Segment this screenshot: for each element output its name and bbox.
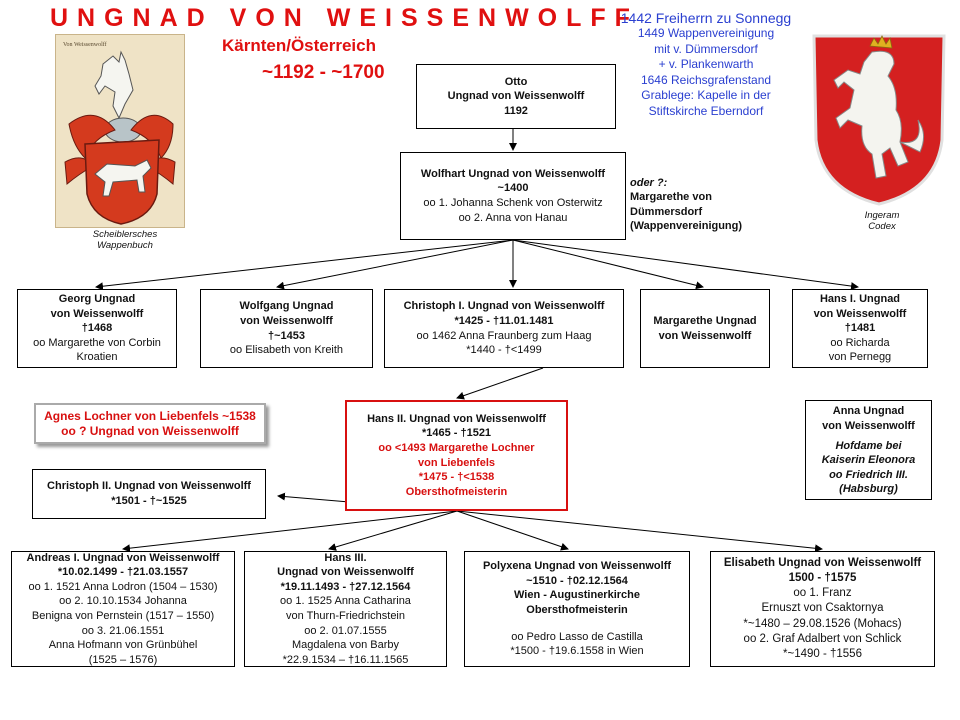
node-margarethe[interactable]: Margarethe Ungnad von Weissenwolff [640,289,770,368]
history-notes: 1442 Freiherrn zu Sonnegg 1449 Wappenver… [606,10,806,120]
wolf-shield-icon: Von Weissenwolff [54,33,186,229]
period-label: ~1192 - ~1700 [262,62,385,83]
wappenbuch-label: Von Weissenwolff [63,41,107,48]
history-line: Stiftskirche Eberndorf [648,104,764,119]
node-agnes[interactable]: Agnes Lochner von Liebenfels ~1538 oo ? … [34,403,266,444]
node-hans-i[interactable]: Hans I. Ungnad von Weissenwolff †1481 oo… [792,289,928,368]
node-christoph-i[interactable]: Christoph I. Ungnad von Weissenwolff *14… [384,289,624,368]
coat-of-arms-ingeram [808,30,950,208]
line-hans2-elisabeth [456,510,823,553]
node-wolfgang[interactable]: Wolfgang Ungnad von Weissenwolff †~1453 … [200,289,373,368]
node-anna[interactable]: Anna Ungnad von Weissenwolff Hofdame bei… [805,400,932,500]
line-christoph-hans2 [456,367,544,400]
page-title: UNGNAD VON WEISSENWOLFF [50,4,639,32]
line-hans2-polyxena [456,510,569,551]
node-hans-iii[interactable]: Hans III. Ungnad von Weissenwolff *19.11… [244,551,447,667]
line-wolfhart-wolfgang [276,239,514,290]
line-wolfhart-hans1 [512,239,859,291]
history-line: 1449 Wappenvereinigung [637,26,775,41]
line-hans2-andreas [122,510,458,553]
node-otto[interactable]: Otto Ungnad von Weissenwolff 1192 [416,64,616,129]
caption-wappenbuch: Scheiblersches Wappenbuch [92,229,158,252]
line-hans2-hans3 [328,510,458,551]
history-line: mit v. Dümmersdorf [654,41,758,56]
note-oder: oder ?: Margarethe von Dümmersdorf (Wapp… [630,177,743,232]
node-polyxena[interactable]: Polyxena Ungnad von Weissenwolff ~1510 -… [464,551,690,667]
lion-shield-icon [812,34,946,206]
history-line: Grablege: Kapelle in der [641,88,771,103]
coat-of-arms-wappenbuch: Von Weissenwolff [54,33,186,229]
history-line: 1646 Reichsgrafenstand [640,72,772,87]
node-wolfhart[interactable]: Wolfhart Ungnad von Weissenwolff ~1400 o… [400,152,626,240]
node-elisabeth[interactable]: Elisabeth Ungnad von Weissenwolff 1500 -… [710,551,935,667]
history-line: + v. Plankenwarth [658,57,754,72]
node-hans-ii[interactable]: Hans II. Ungnad von Weissenwolff *1465 -… [345,400,568,511]
region-label: Kärnten/Österreich [222,36,376,55]
node-georg[interactable]: Georg Ungnad von Weissenwolff †1468 oo M… [17,289,177,368]
node-andreas-i[interactable]: Andreas I. Ungnad von Weissenwolff *10.0… [11,551,235,667]
caption-ingeram: Ingeram Codex [864,210,900,233]
node-christoph-ii[interactable]: Christoph II. Ungnad von Weissenwolff *1… [32,469,266,519]
line-wolfhart-georg [95,239,514,291]
history-line: 1442 Freiherrn zu Sonnegg [620,10,792,26]
line-wolfhart-margarethe [512,239,704,290]
